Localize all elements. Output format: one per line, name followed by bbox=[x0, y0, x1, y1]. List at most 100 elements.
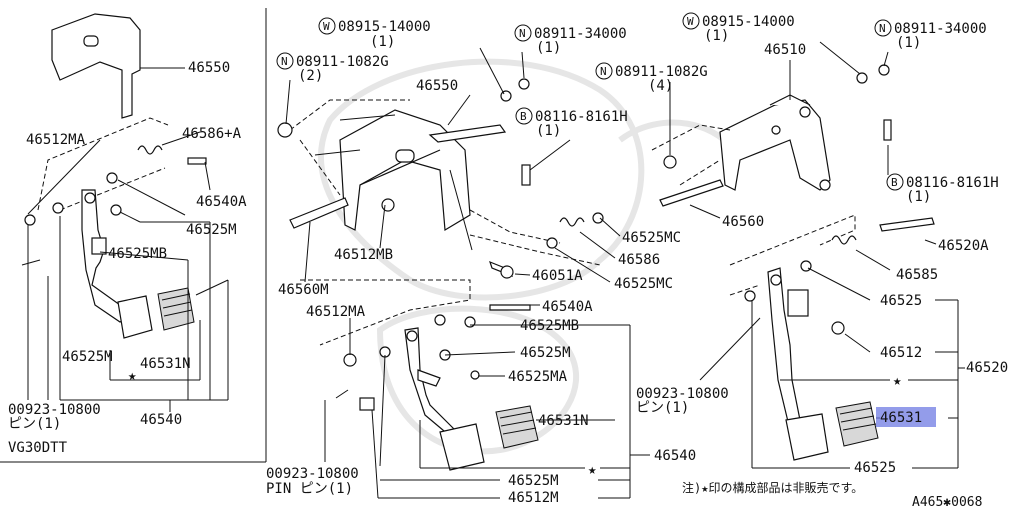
right-dash-2 bbox=[679, 159, 721, 186]
label-46512ma-mid: 46512MA bbox=[306, 304, 366, 320]
label-46525mb-mid: 46525MB bbox=[520, 318, 579, 334]
label-w08915-mid-qty: (1) bbox=[370, 34, 395, 50]
left-bracket-46550 bbox=[51, 13, 185, 119]
mid-pedal-pad-plain bbox=[439, 423, 485, 471]
label-46531n-mid: 46531N bbox=[538, 413, 589, 429]
label-46525mb-left: 46525MB bbox=[108, 246, 167, 262]
mid-dash-2 bbox=[299, 139, 341, 196]
marker-n-right-2: N bbox=[600, 65, 607, 78]
label-46540-mid: 46540 bbox=[654, 448, 696, 464]
mid-pedal-arm bbox=[404, 327, 456, 437]
right-leader-lines bbox=[669, 41, 965, 469]
marker-w-right: W bbox=[687, 15, 694, 28]
left-dash-2 bbox=[59, 167, 166, 211]
label-n08911-34000-right: 08911-34000 bbox=[894, 21, 987, 37]
label-46525mc-1: 46525MC bbox=[622, 230, 681, 246]
label-46512: 46512 bbox=[880, 345, 922, 361]
label-46540a-left: 46540A bbox=[196, 194, 247, 210]
diagram-reference: A465✱0068 bbox=[912, 495, 982, 510]
mid-dash-4 bbox=[469, 234, 601, 266]
mid-dash-5 bbox=[300, 279, 471, 346]
label-46525-right-bot: 46525 bbox=[854, 460, 896, 476]
label-b08116-right-qty: (1) bbox=[906, 189, 931, 205]
highlight-46531 bbox=[876, 407, 936, 427]
label-b08116-mid-qty: (1) bbox=[536, 123, 561, 139]
left-small-parts bbox=[24, 145, 207, 226]
label-46520a: 46520A bbox=[938, 238, 989, 254]
label-w08915-right: 08915-14000 bbox=[702, 14, 795, 30]
star-left: ★ bbox=[128, 368, 137, 384]
star-right: ★ bbox=[893, 373, 902, 389]
left-pedal-pad-ribbed bbox=[157, 287, 195, 331]
label-00923-mid: 00923-10800 bbox=[266, 466, 359, 482]
mid-dash-3 bbox=[469, 209, 561, 244]
left-pedal-pad-plain bbox=[117, 295, 153, 339]
label-n08911-34000-mid-qty: (1) bbox=[536, 40, 561, 56]
right-bracket-46510 bbox=[719, 60, 831, 191]
label-vg30dtt: VG30DTT bbox=[8, 440, 68, 456]
marker-n-right: N bbox=[879, 22, 886, 35]
left-dash-1 bbox=[37, 117, 169, 211]
label-00923-left-sub: ピン(1) bbox=[8, 416, 61, 432]
star-mid: ★ bbox=[588, 462, 597, 478]
label-n08911-1082g-right: 08911-1082G bbox=[615, 64, 708, 80]
label-00923-right-sub: ピン(1) bbox=[636, 400, 689, 416]
label-n08911-1082g-right-qty: (4) bbox=[648, 78, 673, 94]
label-46512ma-left: 46512MA bbox=[26, 132, 86, 148]
label-46520: 46520 bbox=[966, 360, 1008, 376]
label-46525ma: 46525MA bbox=[508, 369, 568, 385]
label-46550-left: 46550 bbox=[188, 60, 230, 76]
right-bolts bbox=[659, 64, 935, 245]
label-46525mc-2: 46525MC bbox=[614, 276, 673, 292]
label-46525m-mid: 46525M bbox=[520, 345, 571, 361]
label-46550-mid: 46550 bbox=[416, 78, 458, 94]
label-46512mb: 46512MB bbox=[334, 247, 393, 263]
right-dash-4 bbox=[729, 284, 761, 296]
marker-n-mid: N bbox=[519, 27, 526, 40]
label-46540-left: 46540 bbox=[140, 412, 182, 428]
label-46531n-left: 46531N bbox=[140, 356, 191, 372]
mid-bracket-46550 bbox=[314, 109, 507, 251]
footnote: 注)★印の構成部品は非販売です。 bbox=[682, 480, 863, 495]
label-w08915-mid: 08915-14000 bbox=[338, 19, 431, 35]
label-00923-left: 00923-10800 bbox=[8, 402, 101, 418]
label-n08911-34000-mid: 08911-34000 bbox=[534, 26, 627, 42]
mid-leader-lines bbox=[285, 47, 650, 499]
mid-pedal-pad-ribbed bbox=[495, 405, 539, 449]
label-00923-right: 00923-10800 bbox=[636, 386, 729, 402]
right-pedal-pad-ribbed bbox=[835, 401, 879, 447]
marker-b-right: B bbox=[891, 176, 898, 189]
left-leader-lines bbox=[21, 131, 229, 412]
label-w08915-right-qty: (1) bbox=[704, 28, 729, 44]
right-pedal-pad-plain bbox=[785, 413, 829, 461]
label-46525m-left: 46525M bbox=[62, 349, 113, 365]
circled-markers: W N N B W N N B bbox=[276, 12, 904, 191]
label-n08911-1082g-mid-qty: (2) bbox=[298, 68, 323, 84]
label-46510: 46510 bbox=[764, 42, 806, 58]
mid-dash-1 bbox=[289, 99, 410, 131]
label-b08116-right: 08116-8161H bbox=[906, 175, 999, 191]
left-pedal-arm bbox=[81, 189, 127, 323]
label-46586: 46586 bbox=[618, 252, 660, 268]
marker-b-mid: B bbox=[520, 110, 527, 123]
label-46525m-left-top: 46525M bbox=[186, 222, 237, 238]
marker-w-mid: W bbox=[323, 20, 330, 33]
label-46531: 46531 bbox=[880, 410, 922, 426]
label-46051a: 46051A bbox=[532, 268, 583, 284]
label-n08911-34000-right-qty: (1) bbox=[896, 35, 921, 51]
label-46586a: 46586+A bbox=[182, 126, 242, 142]
label-46512m: 46512M bbox=[508, 490, 559, 506]
label-46525m-mid-bot: 46525M bbox=[508, 473, 559, 489]
label-b08116-mid: 08116-8161H bbox=[535, 109, 628, 125]
label-46585: 46585 bbox=[896, 267, 938, 283]
label-46525-right-top: 46525 bbox=[880, 293, 922, 309]
right-dash-1 bbox=[651, 124, 731, 151]
marker-n-mid-2: N bbox=[281, 55, 288, 68]
label-00923-mid-sub: PIN ピン(1) bbox=[266, 481, 353, 497]
label-46560m: 46560M bbox=[278, 282, 329, 298]
label-46540a-mid: 46540A bbox=[542, 299, 593, 315]
label-46560: 46560 bbox=[722, 214, 764, 230]
label-n08911-1082g-mid: 08911-1082G bbox=[296, 54, 389, 70]
